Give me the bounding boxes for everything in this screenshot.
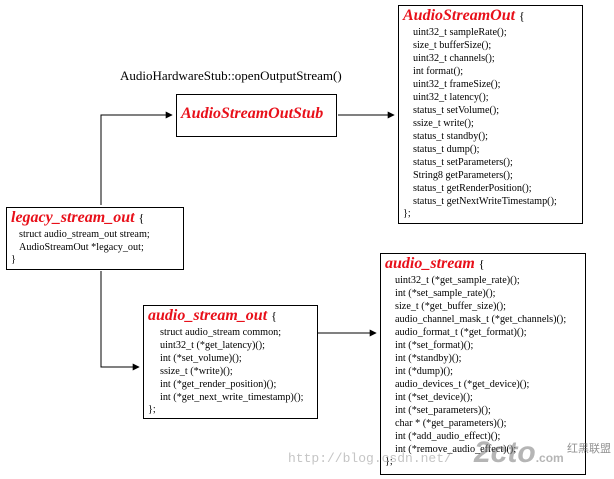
member-line: status_t standby(); bbox=[413, 131, 488, 142]
audio-stream-title: audio_stream bbox=[385, 255, 475, 272]
watermark-site-name: 红黑联盟 bbox=[567, 442, 611, 455]
close-brace: }; bbox=[403, 208, 411, 219]
member-line: int format(); bbox=[413, 66, 464, 77]
member-line: uint32_t sampleRate(); bbox=[413, 27, 507, 38]
open-brace: { bbox=[138, 211, 145, 225]
caption-open-output-stream: AudioHardwareStub::openOutputStream() bbox=[120, 68, 342, 83]
member-line: String8 getParameters(); bbox=[413, 170, 513, 181]
audio-stream-out-struct-members: struct audio_stream common; uint32_t (*ge… bbox=[148, 326, 317, 404]
member-line: audio_channel_mask_t (*get_channels)(); bbox=[395, 314, 567, 325]
watermark-url: http://blog.csdn.net/ bbox=[288, 451, 452, 466]
member-line: status_t dump(); bbox=[413, 144, 480, 155]
arrow-legacy-to-stub bbox=[100, 111, 173, 205]
open-brace: { bbox=[271, 309, 277, 323]
member-line: uint32_t (*get_latency)(); bbox=[160, 340, 265, 351]
box-audio-stream-out-stub: AudioStreamOutStub bbox=[176, 94, 337, 137]
watermark-logo-suffix: .com bbox=[535, 451, 564, 465]
member-line: size_t bufferSize(); bbox=[413, 40, 492, 51]
open-brace: { bbox=[519, 9, 525, 23]
member-line: int (*set_sample_rate)(); bbox=[395, 288, 496, 299]
member-line: uint32_t channels(); bbox=[413, 53, 495, 64]
legacy-stream-out-title: legacy_stream_out bbox=[11, 209, 135, 226]
box-audio-stream: audio_stream { uint32_t (*get_sample_rat… bbox=[380, 253, 586, 475]
member-line: char * (*get_parameters)(); bbox=[395, 418, 507, 429]
member-line: int (*add_audio_effect)(); bbox=[395, 431, 501, 442]
member-line: AudioStreamOut *legacy_out; bbox=[19, 242, 144, 253]
member-line: int (*remove_audio_effect)(); bbox=[395, 444, 517, 455]
member-line: uint32_t (*get_sample_rate)(); bbox=[395, 275, 520, 286]
member-line: audio_devices_t (*get_device)(); bbox=[395, 379, 530, 390]
box-audio-stream-out-struct: audio_stream_out { struct audio_stream c… bbox=[143, 305, 318, 419]
member-line: int (*set_parameters)(); bbox=[395, 405, 491, 416]
stub-title: AudioStreamOutStub bbox=[181, 105, 324, 122]
member-line: ssize_t write(); bbox=[413, 118, 474, 129]
audio-stream-out-class-members: uint32_t sampleRate(); size_t bufferSize(… bbox=[403, 26, 582, 208]
member-line: int (*set_format)(); bbox=[395, 340, 474, 351]
watermark-logo-text: 2cto bbox=[474, 436, 536, 469]
member-line: audio_format_t (*get_format)(); bbox=[395, 327, 527, 338]
open-brace: { bbox=[478, 257, 485, 271]
box-audio-stream-out-class: AudioStreamOut { uint32_t sampleRate(); s… bbox=[398, 5, 583, 224]
member-line: int (*get_next_write_timestamp)(); bbox=[160, 392, 304, 403]
audio-stream-out-class-title: AudioStreamOut bbox=[403, 7, 516, 24]
legacy-stream-out-members: struct audio_stream_out stream; AudioStre… bbox=[11, 228, 183, 254]
member-line: int (*set_device)(); bbox=[395, 392, 473, 403]
close-brace: }; bbox=[148, 404, 156, 415]
member-line: status_t setVolume(); bbox=[413, 105, 500, 116]
arrow-legacy-to-audio-stream-out bbox=[100, 271, 140, 371]
close-brace: } bbox=[11, 254, 16, 265]
audio-stream-members: uint32_t (*get_sample_rate)();int (*set_… bbox=[385, 274, 585, 456]
member-line: uint32_t frameSize(); bbox=[413, 79, 501, 90]
member-line: size_t (*get_buffer_size)(); bbox=[395, 301, 506, 312]
member-line: ssize_t (*write)(); bbox=[160, 366, 233, 377]
close-brace: }; bbox=[385, 456, 393, 467]
audio-stream-out-struct-title: audio_stream_out bbox=[148, 307, 268, 324]
member-line: status_t setParameters(); bbox=[413, 157, 513, 168]
member-line: status_t getNextWriteTimestamp(); bbox=[413, 196, 557, 207]
member-line: uint32_t latency(); bbox=[413, 92, 489, 103]
member-line: struct audio_stream_out stream; bbox=[19, 229, 150, 240]
member-line: int (*dump)(); bbox=[395, 366, 454, 377]
member-line: int (*standby)(); bbox=[395, 353, 462, 364]
member-line: status_t getRenderPosition(); bbox=[413, 183, 532, 194]
watermark-logo: 2cto.com bbox=[474, 436, 564, 470]
box-legacy-stream-out: legacy_stream_out { struct audio_stream_… bbox=[6, 207, 184, 270]
member-line: int (*set_volume)(); bbox=[160, 353, 242, 364]
member-line: int (*get_render_position)(); bbox=[160, 379, 277, 390]
member-line: struct audio_stream common; bbox=[160, 327, 282, 338]
